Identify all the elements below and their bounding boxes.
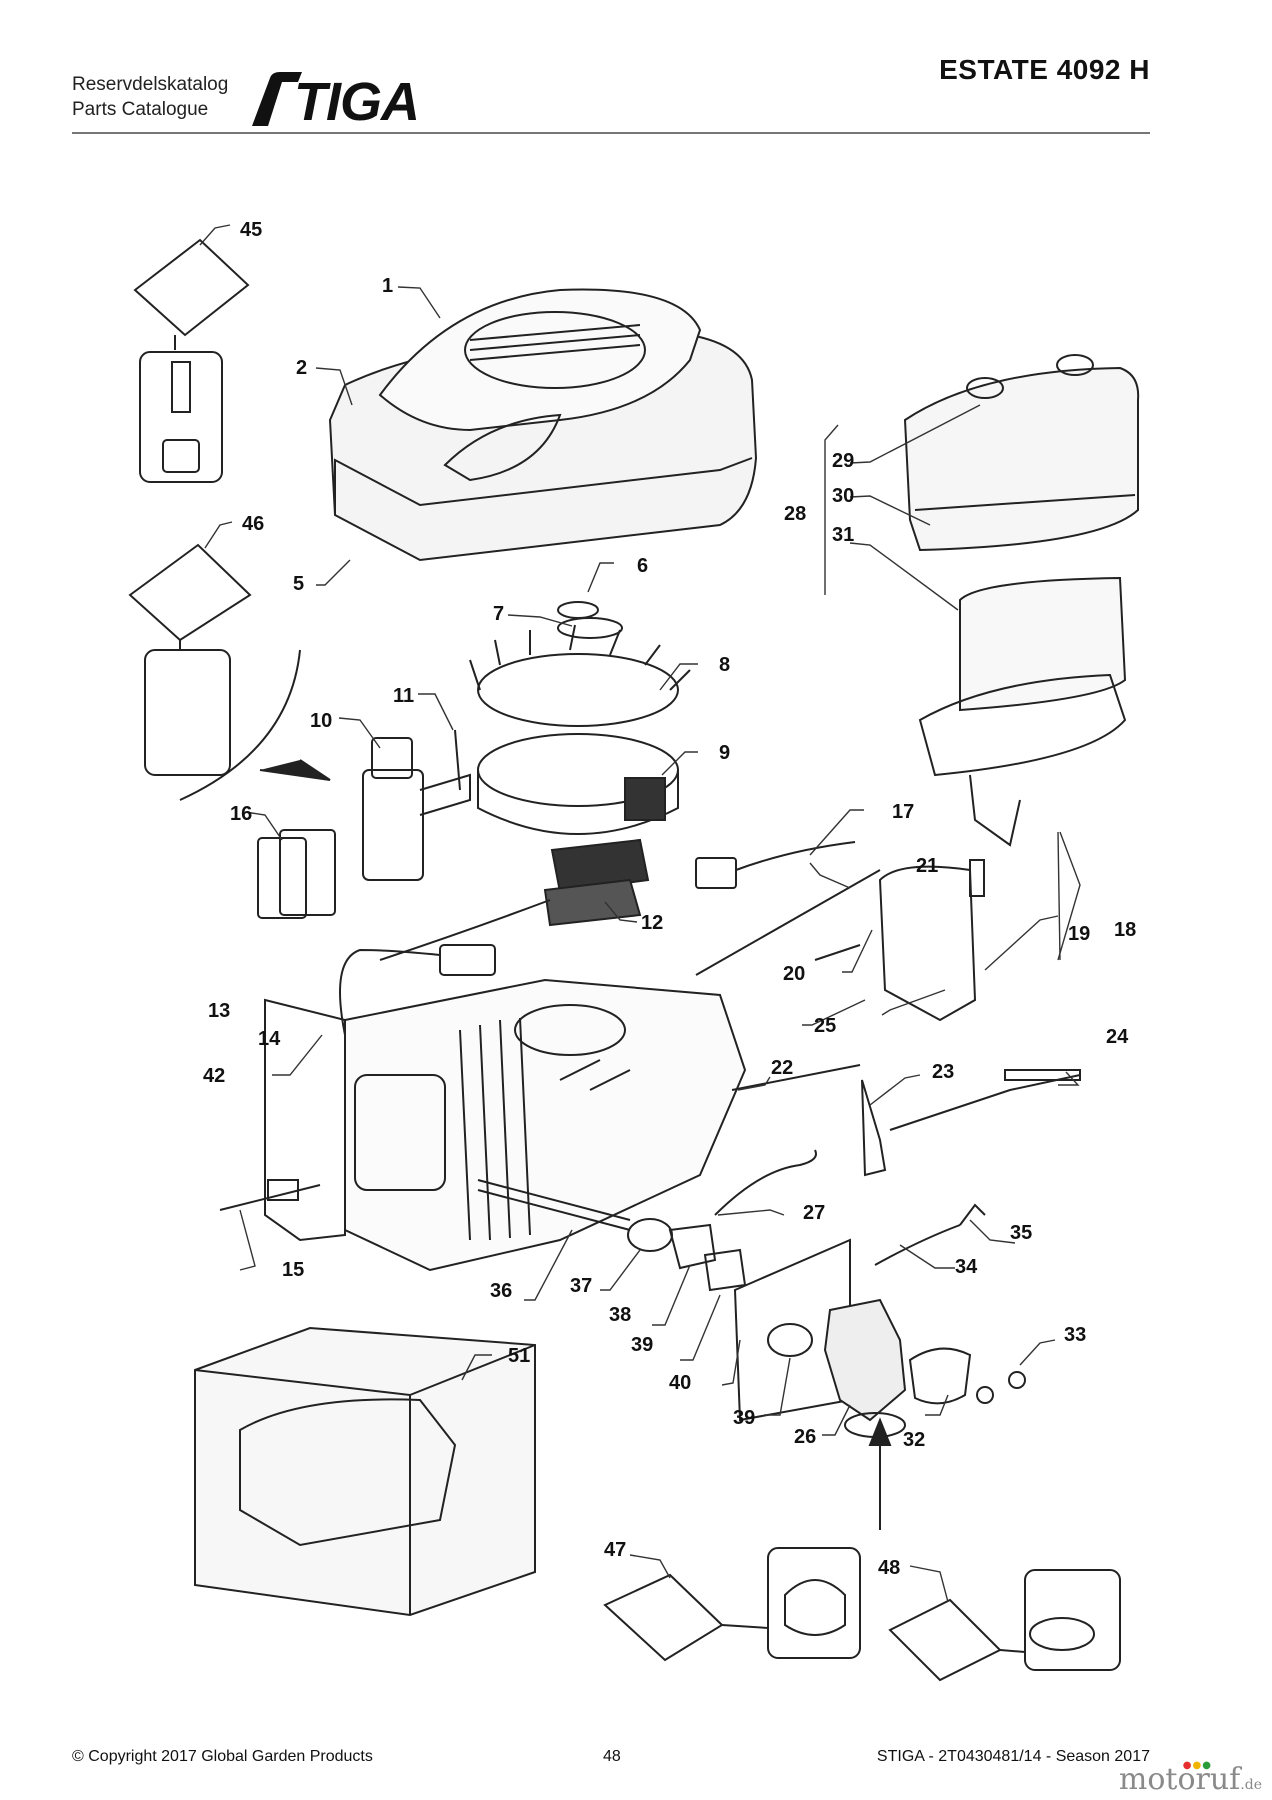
callout-2: 2 [296,357,307,379]
callout-29: 29 [832,450,854,472]
callout-33: 33 [1064,1324,1086,1346]
callout-26: 26 [794,1426,816,1448]
callout-37: 37 [570,1275,592,1297]
callout-47: 47 [604,1539,626,1561]
callout-30: 30 [832,485,854,507]
callout-23: 23 [932,1061,954,1083]
callout-14: 14 [258,1028,281,1050]
model-name: ESTATE 4092 H [939,54,1150,85]
callout-6: 6 [637,555,648,577]
callout-38: 38 [609,1304,631,1326]
callout-24: 24 [1106,1026,1129,1048]
callout-13: 13 [208,1000,230,1022]
callout-27: 27 [803,1202,825,1224]
callout-45: 45 [240,219,262,241]
stiga-logo: TIGA [252,72,420,128]
callout-19: 19 [1068,923,1090,945]
callout-20: 20 [783,963,805,985]
callout-17: 17 [892,801,914,823]
footer-page-number: 48 [603,1748,621,1765]
callout-8: 8 [719,654,730,676]
callout-34: 34 [955,1256,978,1278]
callout-21: 21 [916,855,938,877]
callout-7: 7 [493,603,504,625]
callout-22: 22 [771,1057,793,1079]
callout-42: 42 [203,1065,225,1087]
callout-10: 10 [310,710,332,732]
catalog-title-english: Parts Catalogue [72,99,209,120]
callout-5: 5 [293,573,304,595]
callout-46: 46 [242,513,264,535]
callout-28: 28 [784,503,806,525]
callout-1: 1 [382,275,393,297]
catalog-title-swedish: Reservdelskatalog [72,74,229,95]
callout-31: 31 [832,524,854,546]
watermark-name: motoruf [1118,1762,1241,1797]
footer-document-reference: STIGA - 2T0430481/14 - Season 2017 [876,1748,1150,1765]
callout-16: 16 [230,803,252,825]
header-divider [72,132,1150,134]
callout-35: 35 [1010,1222,1032,1244]
callout-9: 9 [719,742,730,764]
callout-39-gasket: 39 [631,1334,653,1356]
callout-39-carb-gasket: 39 [733,1407,755,1429]
callout-36: 36 [490,1280,512,1302]
callout-25: 25 [814,1015,836,1037]
catalog-title: Reservdelskatalog Parts Catalogue [72,72,228,122]
svg-text:TIGA: TIGA [294,72,419,128]
callout-12: 12 [641,912,663,934]
watermark-tld: .de [1240,1777,1262,1793]
callout-18: 18 [1114,919,1136,941]
footer-copyright: © Copyright 2017 Global Garden Products [72,1748,373,1765]
callout-40: 40 [669,1372,691,1394]
callout-15: 15 [282,1259,304,1281]
callout-51: 51 [508,1345,530,1367]
callout-48: 48 [878,1557,900,1579]
callout-32: 32 [903,1429,925,1451]
motoruf-watermark: motoruf.de ●●● [1118,1760,1262,1797]
watermark-dots-icon: ●●● [1182,1760,1212,1771]
callout-11: 11 [393,685,414,707]
